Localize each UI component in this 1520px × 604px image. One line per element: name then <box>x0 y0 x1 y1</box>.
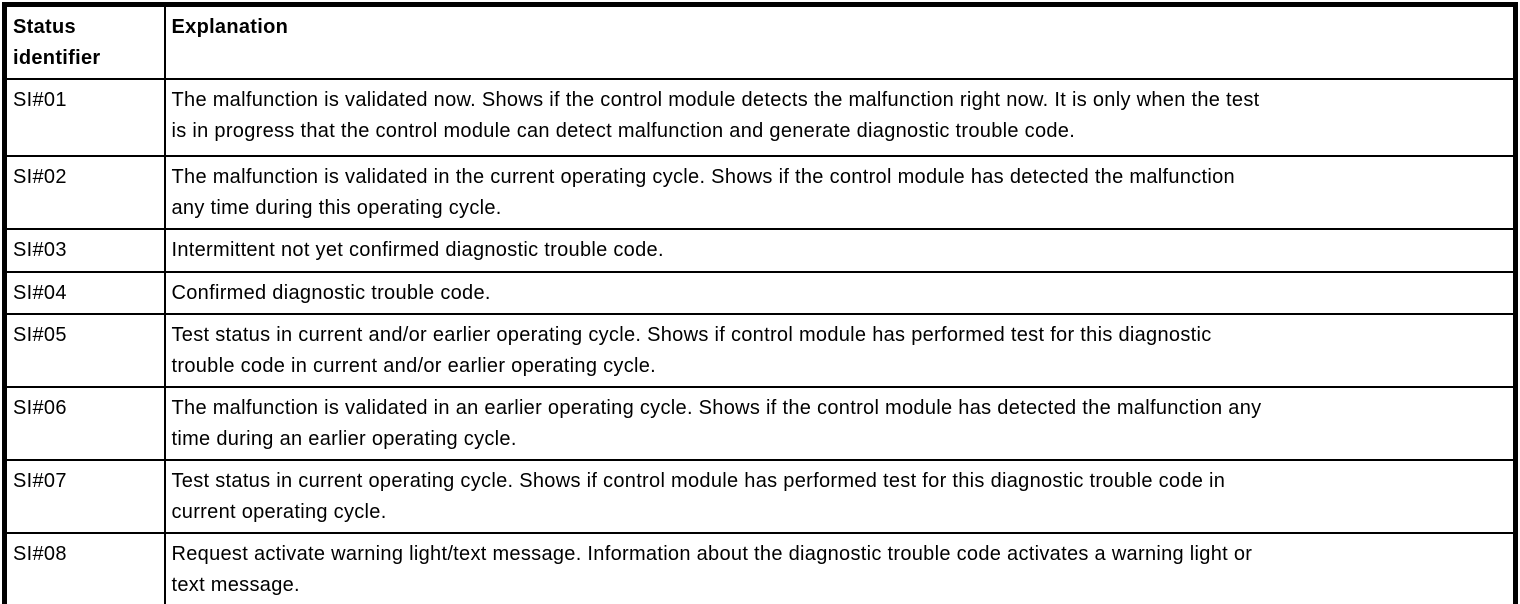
status-identifier-cell: SI#04 <box>3 271 166 315</box>
header-explanation: Explanation <box>163 3 1517 80</box>
explanation-cell: Test status in current and/or earlier op… <box>163 313 1517 388</box>
status-identifier-cell: SI#03 <box>3 228 166 273</box>
explanation-cell: The malfunction is validated in an earli… <box>163 386 1517 461</box>
status-identifier-cell: SI#05 <box>3 313 166 388</box>
explanation-cell: Confirmed diagnostic trouble code. <box>163 271 1517 315</box>
table-header-row: Status identifier Explanation <box>3 3 1517 80</box>
explanation-cell: The malfunction is validated in the curr… <box>163 155 1517 230</box>
status-identifier-cell: SI#02 <box>3 155 166 230</box>
status-identifier-cell: SI#06 <box>3 386 166 461</box>
explanation-cell: Intermittent not yet confirmed diagnosti… <box>163 228 1517 273</box>
explanation-cell: Request activate warning light/text mess… <box>163 532 1517 604</box>
explanation-cell: Test status in current operating cycle. … <box>163 459 1517 534</box>
status-identifier-cell: SI#08 <box>3 532 166 604</box>
header-status-identifier: Status identifier <box>3 3 166 80</box>
status-identifier-cell: SI#01 <box>3 78 166 157</box>
explanation-cell: The malfunction is validated now. Shows … <box>163 78 1517 157</box>
status-identifier-cell: SI#07 <box>3 459 166 534</box>
